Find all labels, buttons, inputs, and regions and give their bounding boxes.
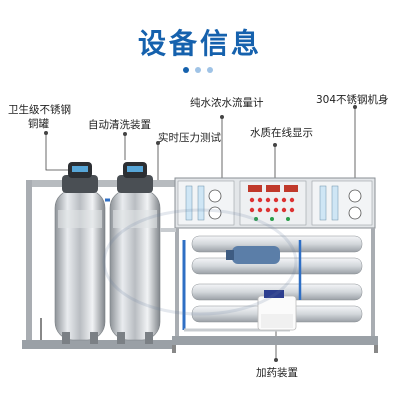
carousel-dot-2[interactable] — [195, 67, 201, 73]
callout-tank-line2: 铜罐 — [28, 118, 49, 130]
callout-pressure-test: 实时压力测试 — [158, 132, 221, 144]
carousel-dot-3[interactable] — [207, 67, 213, 73]
callout-tank-line1: 卫生级不锈钢 — [8, 104, 71, 116]
callout-auto-clean: 自动清洗装置 — [88, 119, 151, 131]
callout-water-quality: 水质在线显示 — [250, 127, 313, 139]
carousel-dot-1[interactable] — [183, 67, 189, 73]
callout-body-material: 304不锈钢机身 — [316, 94, 389, 106]
callout-lines — [44, 105, 357, 362]
page-title: 设备信息 — [137, 27, 262, 60]
leader-tank — [45, 133, 70, 171]
tank-right — [109, 162, 161, 344]
callout-dosing: 加药装置 — [256, 367, 298, 379]
tank-frame — [22, 180, 176, 349]
ro-cabinet — [172, 177, 378, 353]
tank-left — [54, 162, 106, 344]
dosing-tank — [257, 290, 297, 331]
callout-flow-meter: 纯水浓水流量计 — [190, 97, 264, 109]
watermark-logo — [102, 208, 298, 316]
